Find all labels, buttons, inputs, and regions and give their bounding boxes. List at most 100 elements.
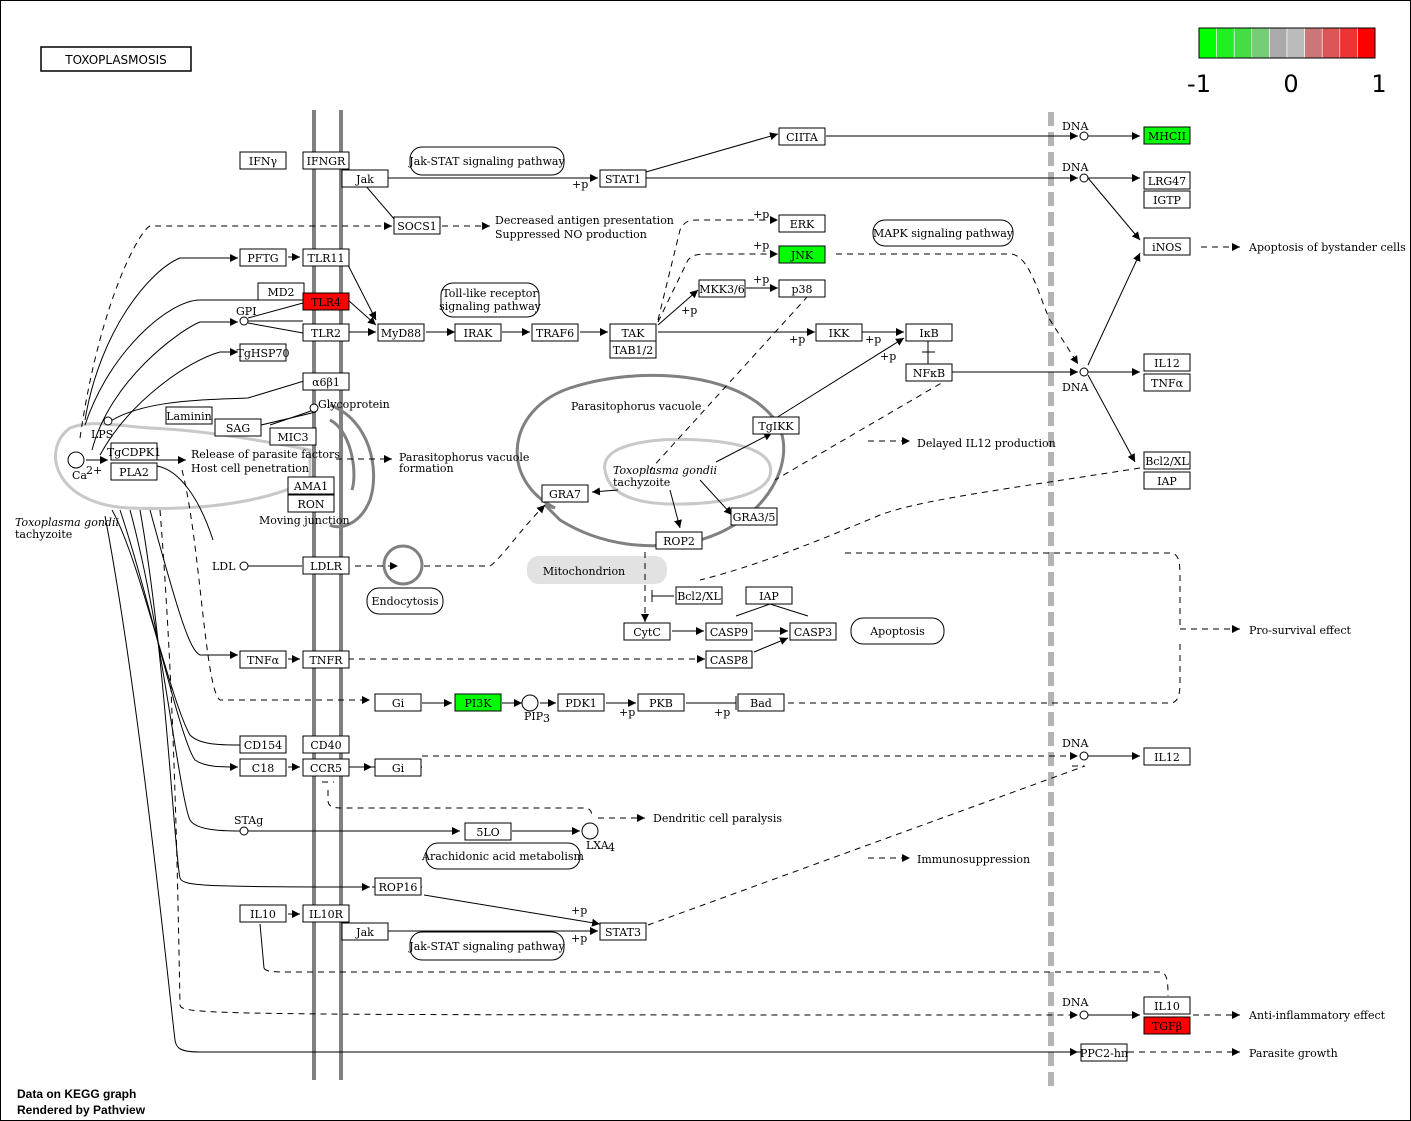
gene-label-gra7: GRA7: [549, 488, 581, 501]
gene-tab12[interactable]: TAB1/2: [609, 340, 657, 359]
pathway-apoptosis[interactable]: Apoptosis: [850, 617, 945, 645]
gene-il10b[interactable]: IL10: [1143, 996, 1191, 1015]
gene-label-traf6: TRAF6: [536, 327, 574, 340]
gene-tghsp70[interactable]: TgHSP70: [237, 343, 290, 362]
pathway-arachidonic[interactable]: Arachidonic acid metabolism: [421, 842, 585, 870]
gene-il12a[interactable]: IL12: [1143, 353, 1191, 372]
gene-bad[interactable]: Bad: [737, 693, 785, 712]
gene-a6b1[interactable]: α6β1: [302, 372, 350, 391]
gene-pla2[interactable]: PLA2: [110, 462, 158, 481]
gene-sag[interactable]: SAG: [214, 418, 262, 437]
pathway-jakstat1[interactable]: Jak-STAT signaling pathway: [408, 146, 565, 176]
gene-mic3[interactable]: MIC3: [269, 427, 317, 446]
note-pv-formation-1: Parasitophorus vacuole: [399, 451, 529, 464]
gene-ccr5[interactable]: CCR5: [302, 758, 350, 777]
gene-5lo[interactable]: 5LO: [464, 822, 512, 841]
gene-iap_in[interactable]: IAP: [745, 586, 793, 605]
gene-md2[interactable]: MD2: [257, 282, 305, 301]
gene-cd154[interactable]: CD154: [239, 735, 287, 754]
gene-ppc2[interactable]: PPC2-hn: [1080, 1043, 1128, 1062]
note-pv-label: Parasitophorus vacuole: [571, 400, 701, 413]
mitochondrion-label: Mitochondrion: [543, 565, 625, 578]
gene-tnfa_in[interactable]: TNFα: [239, 650, 287, 669]
plus-p-4: +p: [753, 273, 769, 286]
gene-tnfr[interactable]: TNFR: [302, 650, 350, 669]
pathway-jakstat2[interactable]: Jak-STAT signaling pathway: [408, 931, 565, 961]
gene-myd88[interactable]: MyD88: [377, 323, 425, 342]
gene-il10a[interactable]: IL10: [239, 904, 287, 923]
gene-label-sag: SAG: [226, 422, 250, 435]
gene-ifngr[interactable]: IFNGR: [302, 151, 350, 170]
gene-ifng[interactable]: IFNγ: [239, 151, 287, 170]
gene-lrg47[interactable]: LRG47: [1143, 171, 1191, 190]
gene-irak[interactable]: IRAK: [454, 323, 502, 342]
gene-label-igtp: IGTP: [1153, 194, 1181, 207]
gene-pkb[interactable]: PKB: [637, 693, 685, 712]
gene-il12b[interactable]: IL12: [1143, 747, 1191, 766]
gene-tlr4[interactable]: TLR4: [302, 292, 350, 311]
gene-igtp[interactable]: IGTP: [1143, 190, 1191, 209]
note-parasite-growth: Parasite growth: [1249, 1047, 1338, 1060]
pathway-endocytosis[interactable]: Endocytosis: [366, 587, 444, 615]
gene-ciita[interactable]: CIITA: [778, 127, 826, 146]
gene-traf6[interactable]: TRAF6: [531, 323, 579, 342]
gene-bcl2xl_out[interactable]: Bcl2/XL: [1143, 451, 1191, 470]
gene-pdk1[interactable]: PDK1: [557, 693, 605, 712]
gene-stat3[interactable]: STAT3: [599, 922, 647, 941]
gene-bcl2xl_in[interactable]: Bcl2/XL: [675, 586, 723, 605]
gene-jnk[interactable]: JNK: [778, 245, 826, 264]
gene-tlr2[interactable]: TLR2: [302, 323, 350, 342]
gene-tgfb[interactable]: TGFβ: [1143, 1016, 1191, 1035]
gene-rop2[interactable]: ROP2: [655, 531, 703, 550]
gene-il10r[interactable]: IL10R: [302, 904, 350, 923]
gene-nfkb[interactable]: NFκB: [905, 363, 953, 382]
gene-label-cytc: CytC: [633, 626, 660, 639]
gene-rop16[interactable]: ROP16: [374, 877, 422, 896]
gene-erk[interactable]: ERK: [778, 214, 826, 233]
gene-casp9[interactable]: CASP9: [705, 622, 753, 641]
gene-label-p38: p38: [791, 283, 812, 296]
moving-junction-arc-inner: [329, 418, 356, 491]
gene-cytc[interactable]: CytC: [623, 622, 671, 641]
gene-ron[interactable]: RON: [287, 494, 335, 513]
gene-inos[interactable]: iNOS: [1143, 237, 1191, 256]
gene-tgikk[interactable]: TgIKK: [752, 416, 800, 435]
note-immunosuppression: Immunosuppression: [917, 853, 1030, 866]
gene-mkk36[interactable]: MKK3/6: [698, 279, 746, 298]
gene-tnfa_out[interactable]: TNFα: [1143, 373, 1191, 392]
gene-c18[interactable]: C18: [239, 758, 287, 777]
gene-jak2[interactable]: Jak: [341, 922, 389, 941]
gene-jak1[interactable]: Jak: [341, 169, 389, 188]
gene-gi2[interactable]: Gi: [374, 758, 422, 777]
gene-cd40[interactable]: CD40: [302, 735, 350, 754]
gene-ama1[interactable]: AMA1: [287, 476, 335, 495]
gene-ldlr[interactable]: LDLR: [302, 556, 350, 575]
gene-stat1[interactable]: STAT1: [599, 169, 647, 188]
gene-gra7[interactable]: GRA7: [541, 484, 589, 503]
gene-gi1[interactable]: Gi: [374, 693, 422, 712]
gene-label-tak: TAK: [622, 327, 646, 340]
legend-frame: [1198, 27, 1376, 59]
gene-pftg[interactable]: PFTG: [239, 248, 287, 267]
gene-iap_out[interactable]: IAP: [1143, 471, 1191, 490]
gene-label-tgfb: TGFβ: [1152, 1020, 1182, 1033]
gene-laminin[interactable]: Laminin: [165, 406, 213, 425]
gene-tgcdpk1[interactable]: TgCDPK1: [107, 442, 161, 461]
pathway-mapk[interactable]: MAPK signaling pathway: [872, 219, 1014, 247]
gene-ikk[interactable]: IKK: [815, 323, 863, 342]
gene-label-il10r: IL10R: [309, 908, 344, 921]
gene-gra35[interactable]: GRA3/5: [730, 507, 778, 526]
gene-ikb[interactable]: IκB: [905, 323, 953, 342]
gene-tak[interactable]: TAK: [609, 323, 657, 342]
gene-socs1[interactable]: SOCS1: [393, 216, 441, 235]
gene-label-pftg: PFTG: [247, 252, 278, 265]
gene-casp3[interactable]: CASP3: [789, 622, 837, 641]
gene-p38[interactable]: p38: [778, 279, 826, 298]
gene-label-stat1: STAT1: [605, 173, 641, 186]
gene-casp8[interactable]: CASP8: [705, 650, 753, 669]
gene-pi3k[interactable]: PI3K: [454, 693, 502, 712]
gene-mhcii[interactable]: MHCII: [1143, 126, 1191, 145]
gene-tlr11[interactable]: TLR11: [302, 248, 350, 267]
